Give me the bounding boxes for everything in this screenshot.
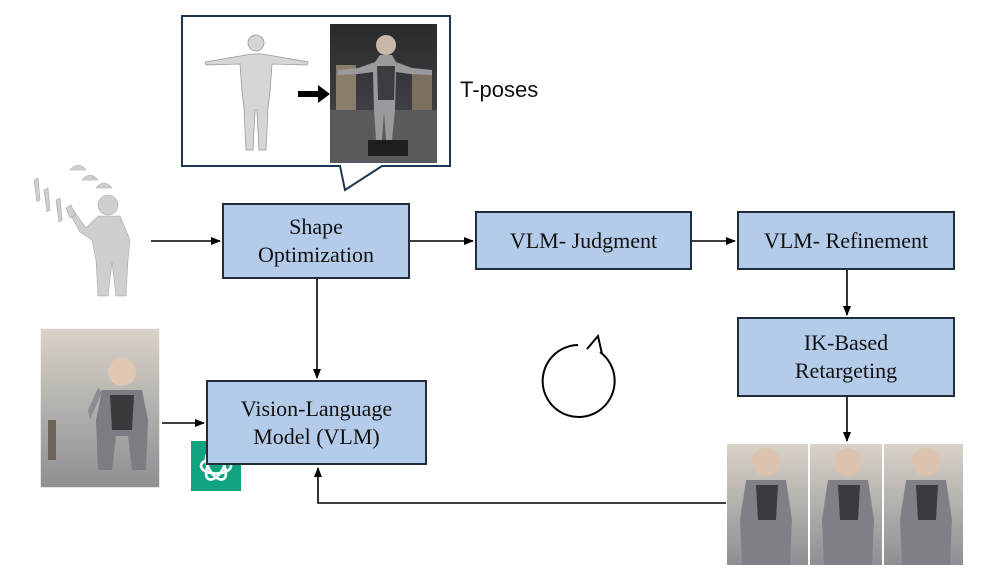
- vlm-refinement-box: VLM- Refinement: [737, 211, 955, 270]
- robot-motion-frames-stack: [39, 327, 161, 489]
- robot-photo-3: [900, 448, 952, 565]
- connectors: [151, 237, 851, 504]
- vision-language-model-box: Vision-Language Model (VLM): [206, 380, 427, 465]
- vlm-judgment-box: VLM- Judgment: [475, 211, 692, 270]
- shape-optimization-box: Shape Optimization: [222, 203, 410, 279]
- ik-retargeting-box: IK-Based Retargeting: [737, 317, 955, 397]
- robot-tpose-photo: [330, 24, 437, 163]
- robot-photo-2: [822, 448, 874, 565]
- human-mesh-motion-image: [33, 164, 131, 297]
- human-mesh-tpose-image: [204, 34, 309, 151]
- robot-photo-1: [740, 448, 792, 565]
- arrow-icon: [298, 85, 330, 103]
- retargeted-robot-photos: [727, 444, 963, 565]
- tpose-callout: [181, 15, 451, 192]
- arrow-photos-to-vlm: [314, 467, 726, 504]
- tpose-label: T-poses: [460, 77, 539, 102]
- refresh-cycle-icon: [541, 333, 616, 418]
